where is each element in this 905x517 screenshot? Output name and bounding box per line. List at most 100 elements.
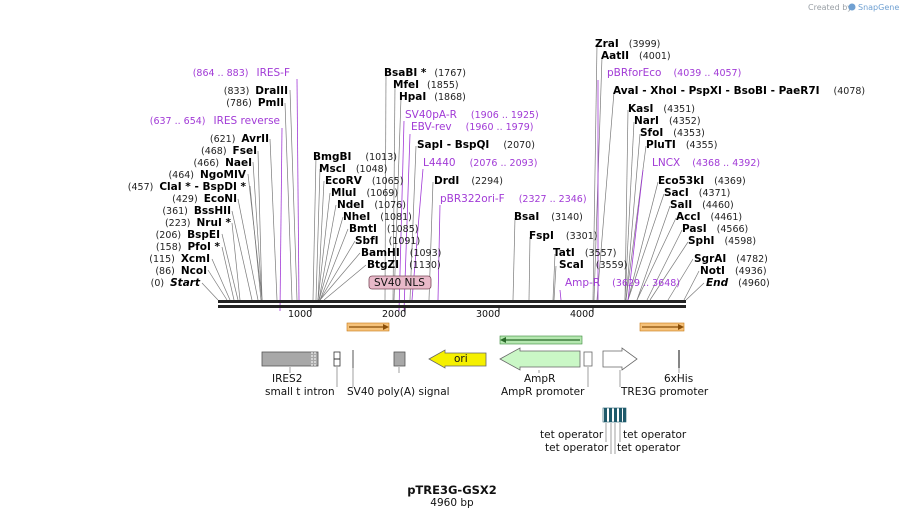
snapgene-credit: Created by SnapGene	[808, 3, 899, 12]
site-leader-lines	[201, 44, 705, 301]
plasmid-name: pTRE3G-GSX2	[407, 483, 497, 497]
site-nrui: (223)NruI *	[165, 217, 232, 229]
site-pfoi: (158)PfoI *	[156, 241, 221, 253]
site-btgzi: BtgZI(1130)	[367, 259, 441, 271]
tet-operator-array[interactable]	[602, 407, 627, 423]
site-avrii: (621)AvrII	[210, 133, 269, 145]
sv40-polya-label: SV40 poly(A) signal	[347, 386, 450, 398]
ruler-tick-label: 2000	[382, 309, 406, 320]
plasmid-length: 4960 bp	[430, 497, 474, 509]
site-nhei: NheI(1081)	[343, 211, 412, 223]
ampr-promoter-label: AmpR promoter	[501, 386, 585, 398]
credit-text: Created by	[808, 3, 852, 12]
ori-label: ori	[454, 353, 468, 365]
small-t-intron-feature[interactable]	[333, 351, 341, 367]
site-draiii: (833)DraIII	[224, 85, 288, 97]
site-avai-group: AvaI - XhoI - PspXI - BsoBI - PaeR7I(407…	[613, 85, 865, 97]
tet-operator-label: tet operator	[545, 442, 609, 454]
mid-enzyme-sites: BmgBI(1013) MscI(1048) EcoRV(1065) MluI(…	[313, 151, 441, 271]
tet-operator-label: tet operator	[540, 429, 604, 441]
ori-feature[interactable]: ori	[428, 349, 487, 369]
site-eco53ki: Eco53kI(4369)	[658, 175, 746, 187]
site-msci: MscI(1048)	[319, 163, 387, 175]
site-econi: (429)EcoNI	[172, 193, 237, 205]
right-low-sites: BsaI(3140) FspI(3301) TatI(3557) ScaI(35…	[514, 211, 680, 289]
site-nari: NarI(4352)	[634, 115, 701, 127]
left-enzyme-sites: (0)Start (86)NcoI (115)XcmI (158)PfoI * …	[128, 67, 290, 289]
tre3g-promoter-label: TRE3G promoter	[620, 386, 709, 398]
site-bsabi: BsaBI *(1767)	[384, 67, 466, 79]
ampr-promoter-feature[interactable]	[583, 351, 593, 367]
site-bsshii: (361)BssHII	[162, 205, 231, 217]
site-mlui: MluI(1069)	[331, 187, 398, 199]
small-t-intron-label: small t intron	[265, 386, 335, 398]
primer-l4440: L4440(2076 .. 2093)	[423, 157, 537, 169]
site-acci: AccI(4461)	[676, 211, 742, 223]
ires2-label: IRES2	[272, 373, 302, 385]
site-end: End(4960)	[706, 277, 770, 289]
site-ncoi: (86)NcoI	[155, 265, 207, 277]
tet-operator-label: tet operator	[617, 442, 681, 454]
site-pasi: PasI(4566)	[682, 223, 748, 235]
site-saci: SacI(4371)	[664, 187, 730, 199]
ruler: 1000 2000 3000 4000	[288, 308, 594, 320]
sv40-nls-feature[interactable]: SV40 NLS	[368, 275, 432, 290]
primer-ebv-rev: EBV-rev(1960 .. 1979)	[411, 121, 534, 133]
site-hpai: HpaI(1868)	[399, 91, 466, 103]
site-sbfi: SbfI(1091)	[355, 235, 420, 247]
primer-sv40pa-r: SV40pA-R(1906 .. 1925)	[405, 109, 539, 121]
primer-pbr322ori-f: pBR322ori-F(2327 .. 2346)	[440, 193, 587, 205]
site-bmgbi: BmgBI(1013)	[313, 151, 397, 163]
ampr-feature[interactable]	[499, 347, 581, 371]
site-fsei: (468)FseI	[201, 145, 257, 157]
map-title: pTRE3G-GSX2 4960 bp	[407, 483, 497, 509]
site-sgrai: SgrAI(4782)	[694, 253, 768, 265]
site-scai: ScaI(3559)	[559, 259, 627, 271]
site-ecorv: EcoRV(1065)	[325, 175, 403, 187]
site-aatii: AatII(4001)	[601, 50, 671, 62]
site-start: (0)Start	[151, 277, 201, 289]
ruler-tick-label: 4000	[570, 309, 594, 320]
orf-arrow-right	[639, 322, 685, 332]
primer-ires-f: (864 .. 883)IRES-F	[193, 67, 290, 79]
sv40-polya-feature[interactable]	[393, 351, 406, 367]
credit-brand: SnapGene	[858, 3, 899, 12]
site-bmti: BmtI(1085)	[349, 223, 418, 235]
site-sali: SalI(4460)	[670, 199, 734, 211]
his6-label: 6xHis	[664, 373, 693, 385]
site-drdi: DrdI(2294)	[434, 175, 503, 187]
site-kasi: KasI(4351)	[628, 103, 695, 115]
site-tati: TatI(3557)	[553, 247, 616, 259]
site-pmli: (786)PmlI	[226, 97, 284, 109]
primer-lncx: LNCX(4368 .. 4392)	[652, 157, 760, 169]
site-ndei: NdeI(1076)	[337, 199, 406, 211]
site-noti: NotI(4936)	[700, 265, 767, 277]
upper-mid-sites: BsaBI *(1767) MfeI(1855) HpaI(1868) SV40…	[384, 67, 587, 205]
tet-operator-label: tet operator	[623, 429, 687, 441]
ampr-orf-arrow	[499, 335, 583, 345]
feature-labels: IRES2 small t intron SV40 poly(A) signal…	[265, 373, 709, 454]
site-bspei: (206)BspEI	[156, 229, 220, 241]
tre3g-promoter-feature[interactable]	[602, 347, 638, 371]
site-bamhi: BamHI(1093)	[361, 247, 441, 259]
primer-pbrforeco: pBRforEco(4039 .. 4057)	[607, 67, 741, 79]
site-pluti: PluTI(4355)	[646, 139, 717, 151]
top-right-sites: ZraI(3999) AatII(4001) pBRforEco(4039 ..…	[595, 38, 865, 289]
site-xcmi: (115)XcmI	[149, 253, 210, 265]
snapgene-logo-icon	[848, 3, 856, 11]
primer-amp-r: Amp-R(3629 .. 3648)	[565, 277, 680, 289]
feature-connectors	[289, 367, 680, 454]
orf-arrows	[346, 322, 685, 345]
site-mfei: MfeI(1855)	[393, 79, 459, 91]
plasmid-backbone	[218, 300, 686, 308]
orf-arrow-left	[346, 322, 390, 332]
site-fspi: FspI(3301)	[529, 230, 597, 242]
site-bsai: BsaI(3140)	[514, 211, 583, 223]
site-clai: (457)ClaI * - BspDI *	[128, 181, 247, 193]
feature-track: ori	[261, 347, 680, 423]
sv40-nls-label: SV40 NLS	[374, 277, 425, 289]
site-sapi: SapI - BspQI(2070)	[417, 139, 535, 151]
ruler-tick-label: 1000	[288, 309, 312, 320]
ires2-feature[interactable]	[261, 351, 319, 367]
site-sphi: SphI(4598)	[688, 235, 756, 247]
